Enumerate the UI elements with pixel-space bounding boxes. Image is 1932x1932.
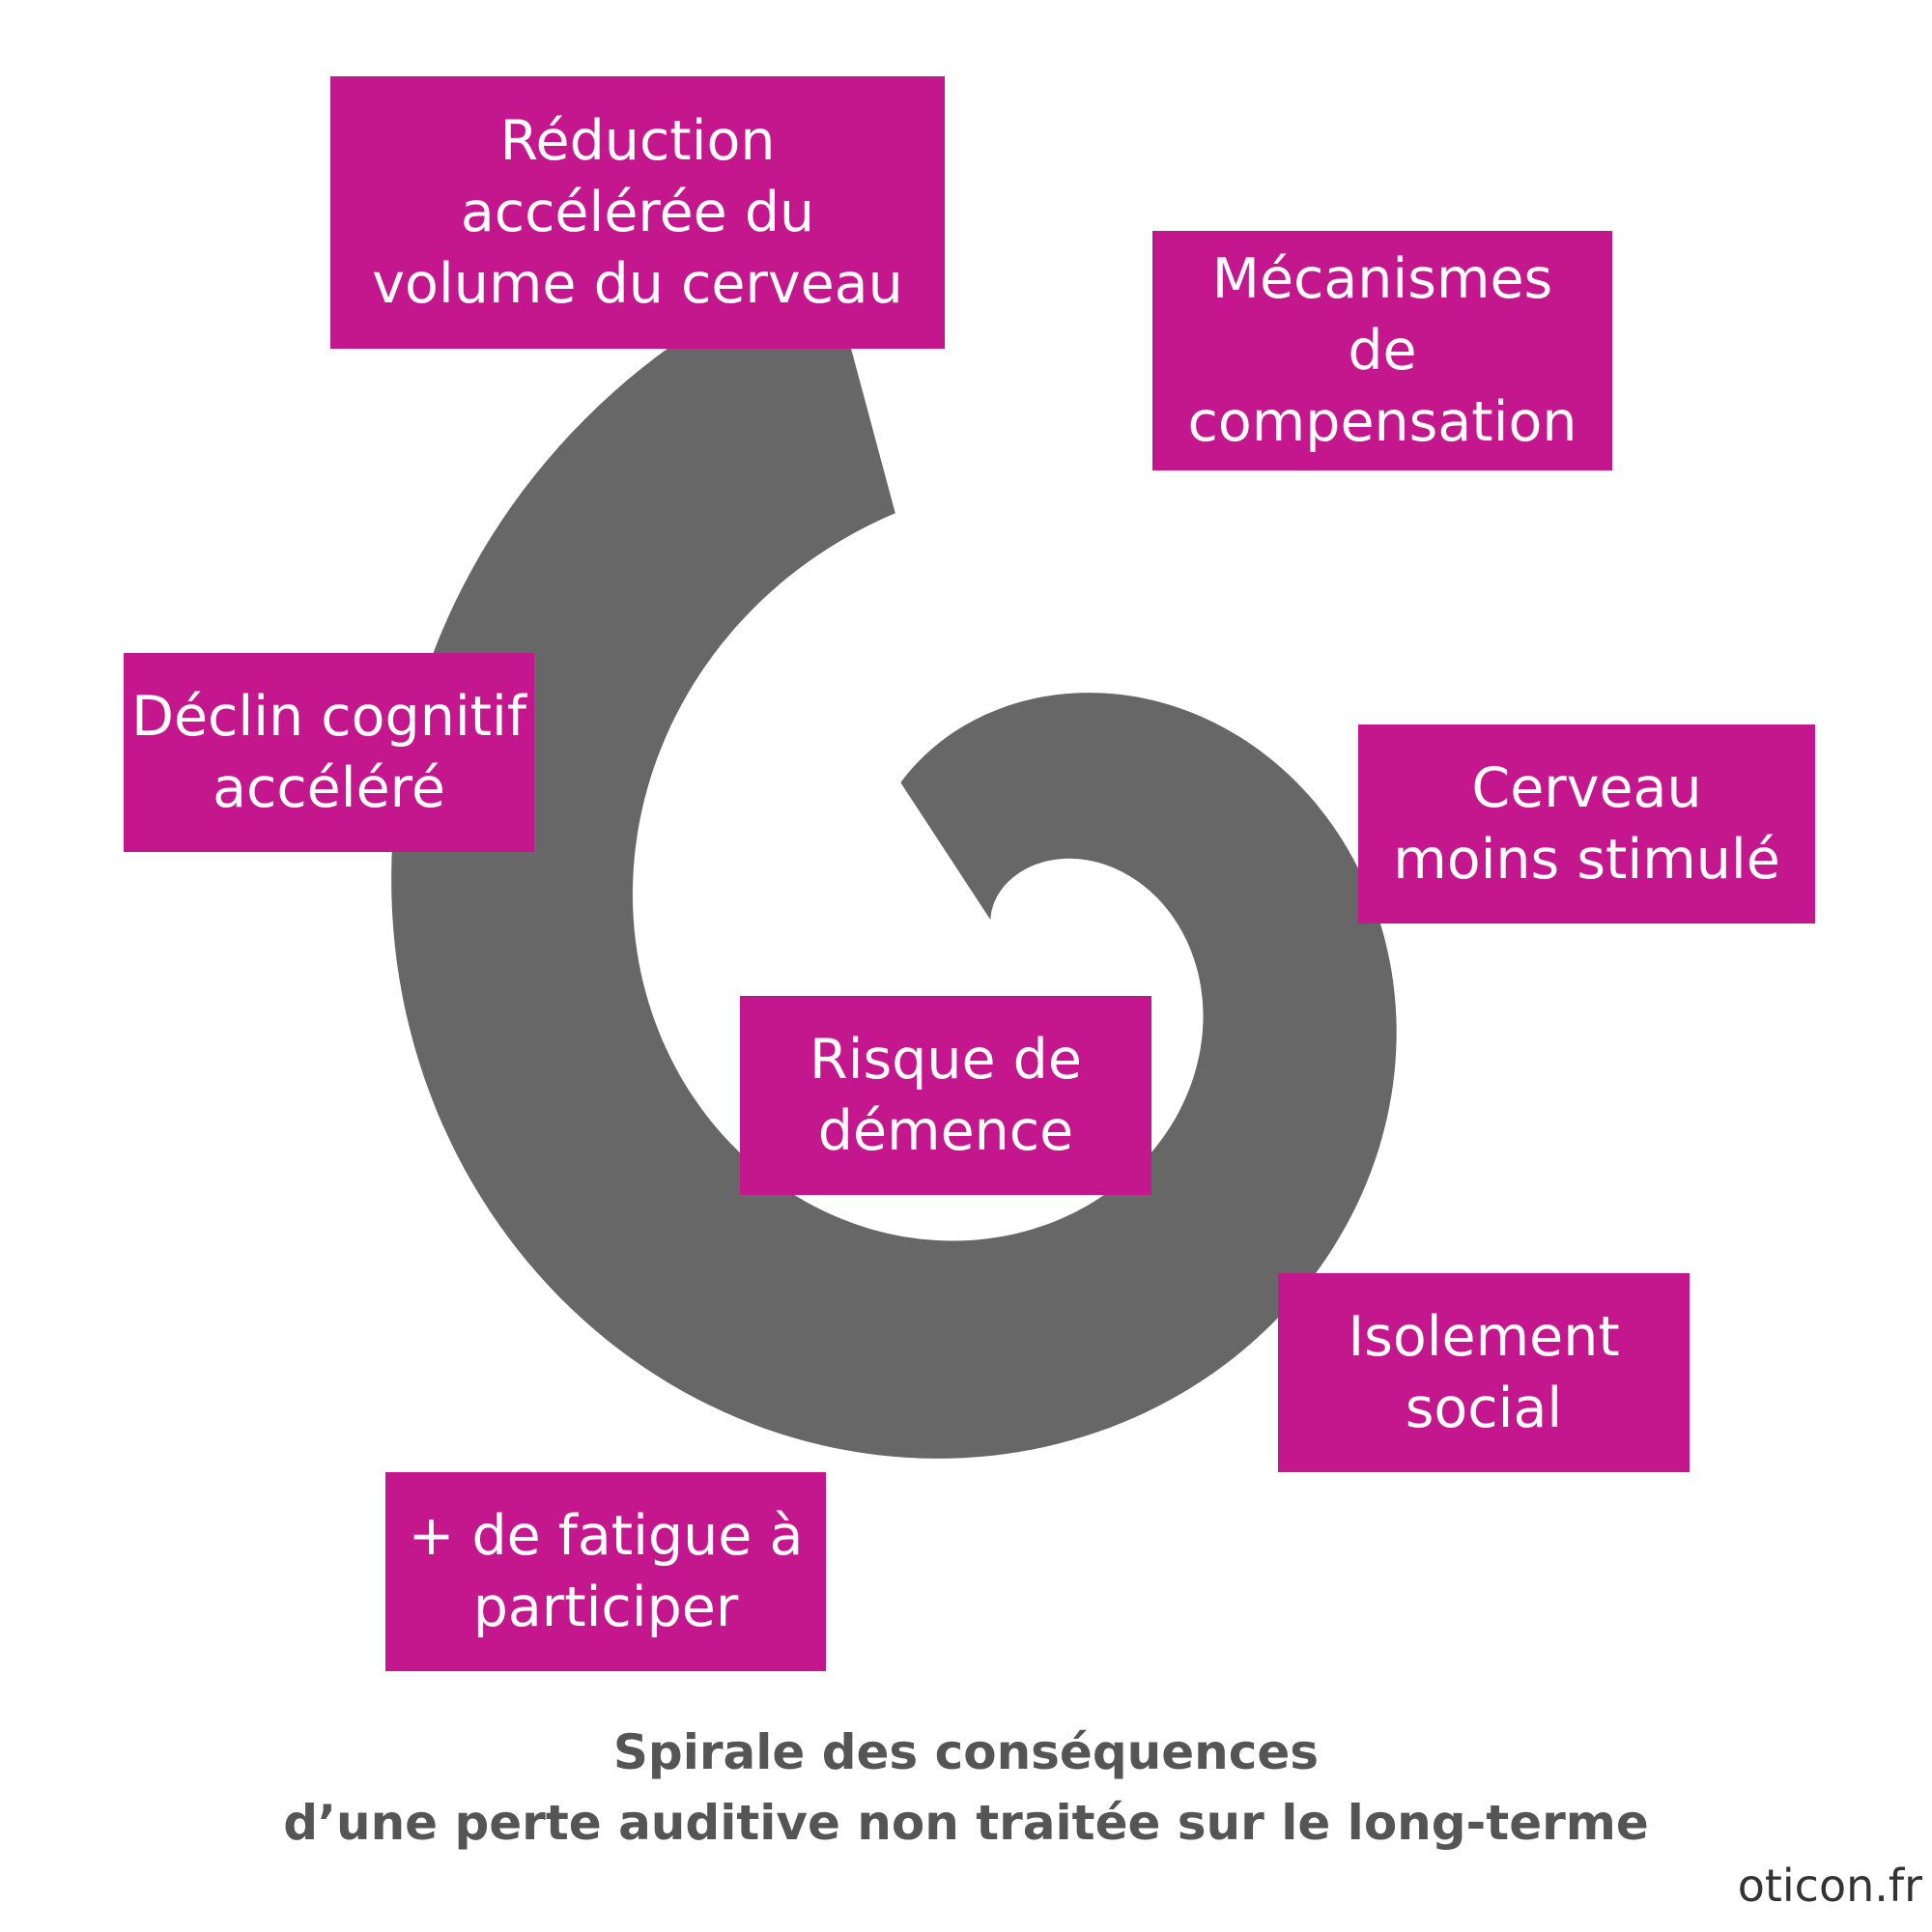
caption-subtitle: d’une perte auditive non traitée sur le … [283,1795,1649,1851]
caption-title: Spirale des conséquences [612,1724,1320,1780]
box-compensation-mechanisms: Mécanismes de compensation [1152,231,1612,470]
box-less-stimulated-brain: Cerveau moins stimulé [1358,724,1815,923]
box-participation-fatigue: + de fatigue à participer [385,1472,826,1671]
spiral-shape [391,261,1397,1459]
box-brain-volume-reduction: Réduction accélérée du volume du cerveau [330,76,945,349]
source-credit: oticon.fr [1737,1860,1922,1912]
box-social-isolation: Isolement social [1278,1273,1690,1472]
box-dementia-risk: Risque de démence [740,996,1151,1195]
box-cognitive-decline: Déclin cognitif accéléré [124,653,534,852]
